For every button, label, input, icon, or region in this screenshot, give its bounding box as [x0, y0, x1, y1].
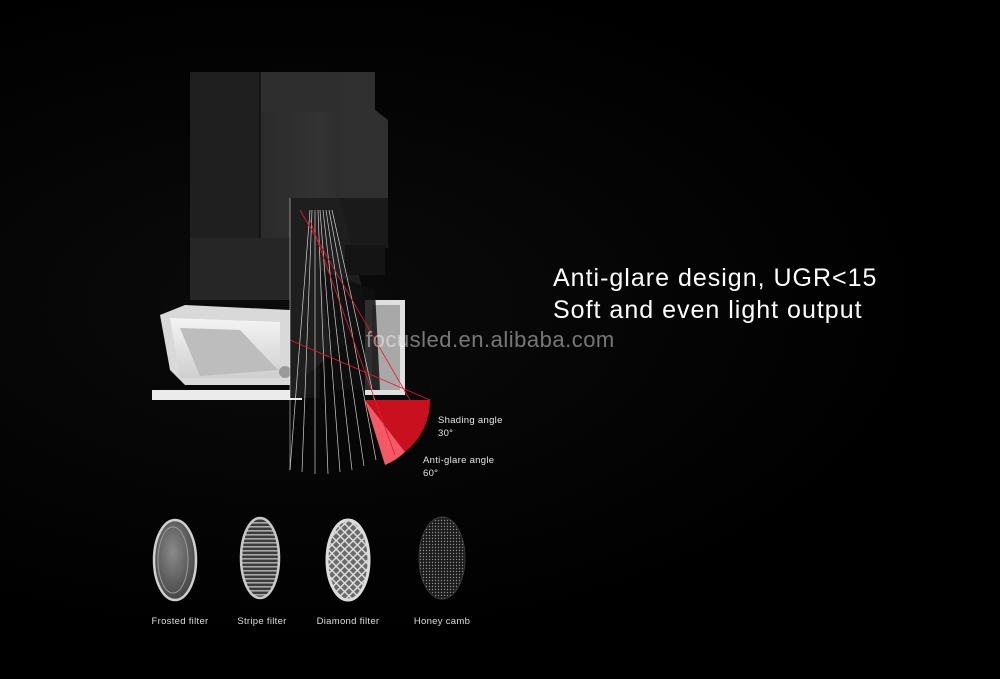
filter-label: Stripe filter [237, 616, 287, 627]
filter-item-honeycomb: Honey camb [392, 510, 492, 635]
shading-angle-label: Shading angle 30° [438, 414, 503, 440]
headline-line-2: Soft and even light output [553, 296, 863, 324]
headline-line-1: Anti-glare design, UGR<15 [553, 264, 878, 292]
filter-label: Frosted filter [151, 616, 209, 627]
shading-angle-value: 30° [438, 428, 454, 439]
diamond-filter-icon [325, 518, 371, 602]
headline: Anti-glare design, UGR<15 Soft and even … [553, 262, 877, 326]
stripe-filter-icon [239, 516, 281, 600]
filter-item-frosted: Frosted filter [130, 510, 230, 635]
watermark: focusled.en.alibaba.com [366, 327, 615, 352]
filter-options: Frosted filter Stripe filter [130, 510, 510, 640]
filter-label: Diamond filter [316, 616, 380, 627]
light-rays [289, 209, 387, 475]
filter-item-stripe: Stripe filter [212, 510, 312, 635]
angle-sectors [289, 209, 431, 465]
antiglare-angle-value: 60° [423, 468, 439, 479]
antiglare-angle-label: Anti-glare angle 60° [423, 454, 494, 480]
trim-ring-left [152, 305, 302, 400]
antiglare-angle-title: Anti-glare angle [423, 455, 495, 466]
filter-item-diamond: Diamond filter [298, 510, 398, 635]
honeycomb-filter-icon [418, 516, 466, 600]
filter-label: Honey camb [413, 616, 471, 627]
shading-angle-title: Shading angle [438, 415, 503, 426]
downlight-cross-section-illustration [152, 72, 431, 475]
frosted-filter-icon [152, 518, 198, 602]
